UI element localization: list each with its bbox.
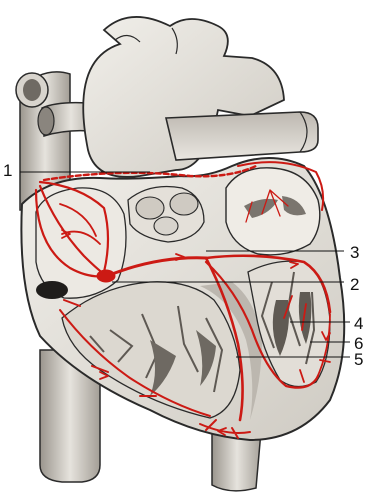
left-pulmonary-artery — [166, 112, 318, 160]
av-node — [97, 270, 115, 282]
label-3: 3 — [350, 243, 359, 262]
valve-cusp-2 — [170, 193, 198, 215]
label-2: 2 — [350, 275, 359, 294]
label-5: 5 — [354, 350, 363, 369]
right-pulmonary-artery-opening — [38, 107, 54, 135]
coronary-sinus-opening — [36, 281, 68, 299]
label-1: 1 — [3, 161, 12, 180]
valve-cusp-3 — [154, 217, 178, 235]
label-4: 4 — [354, 314, 363, 333]
left-atrium-cavity — [226, 168, 320, 255]
superior-vena-cava-lumen — [23, 79, 41, 101]
valve-cusp-1 — [136, 197, 164, 219]
